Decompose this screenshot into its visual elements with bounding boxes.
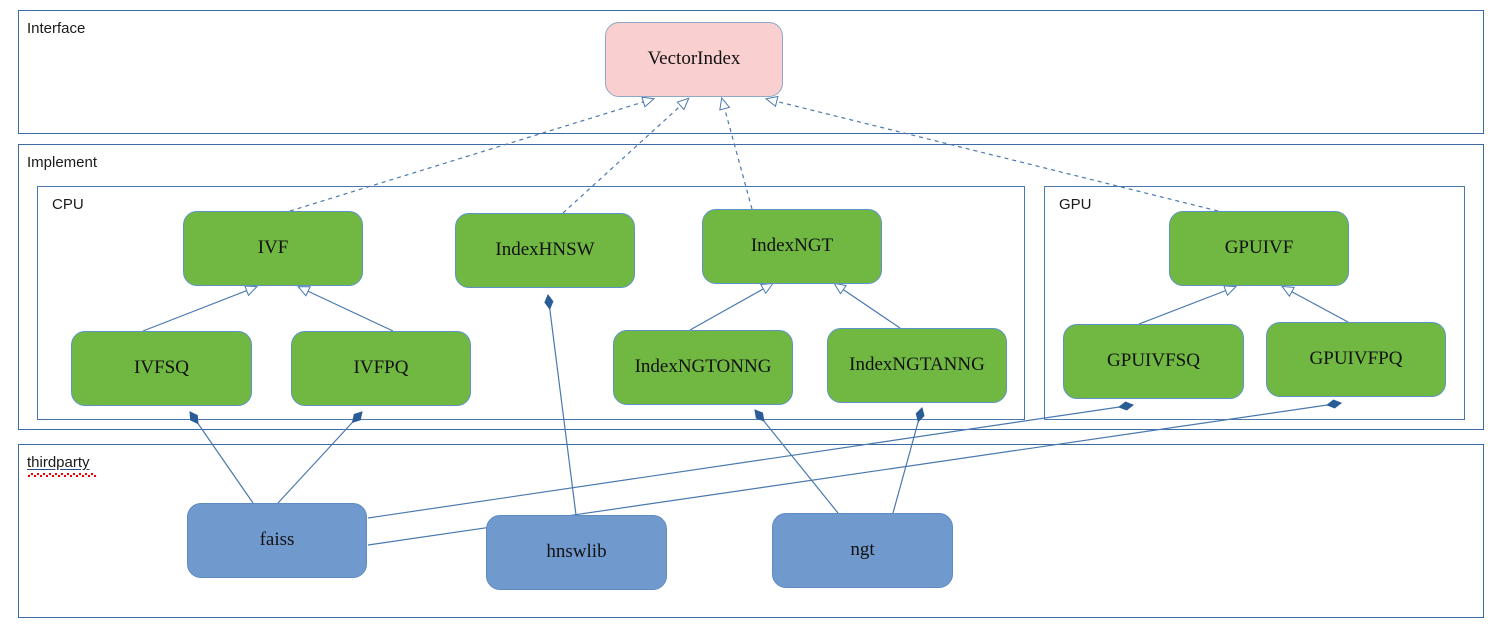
class-node-vectorindex[interactable]: VectorIndex (605, 22, 783, 97)
class-node-ivfpq[interactable]: IVFPQ (291, 331, 471, 406)
package-label-thirdparty: thirdparty (27, 454, 90, 471)
class-node-hnswlib[interactable]: hnswlib (486, 515, 667, 590)
class-node-ivfsq[interactable]: IVFSQ (71, 331, 252, 406)
package-label-interface: Interface (27, 20, 86, 37)
package-label-cpu: CPU (52, 196, 84, 213)
class-node-ivf[interactable]: IVF (183, 211, 363, 286)
class-node-indexngtonng[interactable]: IndexNGTONNG (613, 330, 793, 405)
class-node-gpuivf[interactable]: GPUIVF (1169, 211, 1349, 286)
package-label-implement: Implement (27, 154, 98, 171)
class-node-gpuivfpq[interactable]: GPUIVFPQ (1266, 322, 1446, 397)
class-node-indexngt[interactable]: IndexNGT (702, 209, 882, 284)
class-node-gpuivfsq[interactable]: GPUIVFSQ (1063, 324, 1244, 399)
class-node-indexhnsw[interactable]: IndexHNSW (455, 213, 635, 288)
class-node-indexngtanng[interactable]: IndexNGTANNG (827, 328, 1007, 403)
package-label-gpu: GPU (1059, 196, 1092, 213)
class-node-ngt[interactable]: ngt (772, 513, 953, 588)
class-node-faiss[interactable]: faiss (187, 503, 367, 578)
